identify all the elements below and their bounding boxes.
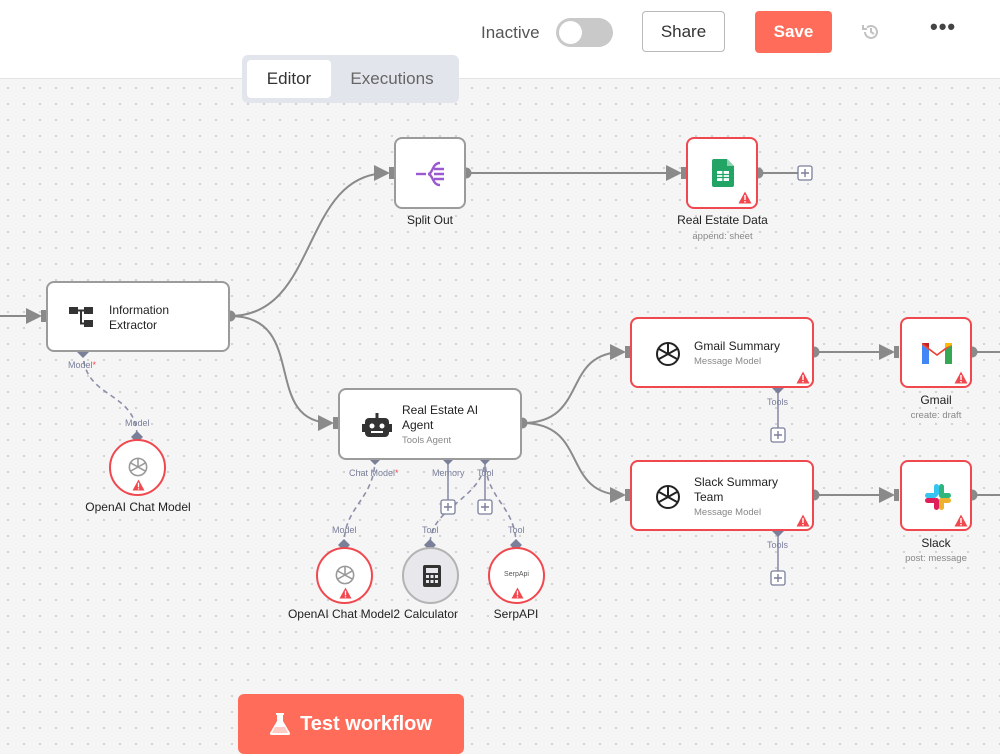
model-port-label: Model: [125, 418, 150, 428]
model-port-label: Model*: [68, 360, 97, 370]
tools-port-label: Tools: [767, 397, 789, 407]
slack-node[interactable]: [900, 460, 972, 531]
gmail-icon: [922, 343, 952, 364]
test-workflow-button[interactable]: Test workflow: [238, 694, 464, 754]
real-estate-data-label: Real Estate Data: [677, 213, 768, 227]
node-subtitle: Message Model: [694, 507, 762, 518]
warning-icon: [132, 479, 145, 491]
connection-extractor-splitout: [229, 165, 390, 317]
warning-icon: [511, 587, 524, 599]
node-subtitle: Message Model: [694, 356, 762, 367]
openai-icon: [656, 342, 680, 366]
gmail-summary-node[interactable]: Gmail Summary Message Model: [630, 317, 814, 388]
history-icon[interactable]: [861, 22, 881, 47]
openai-chat-model-node[interactable]: [109, 439, 166, 496]
openai-chat-model2-node[interactable]: [316, 547, 373, 604]
tool-port-label: Tool: [477, 468, 494, 478]
save-button[interactable]: Save: [755, 11, 832, 53]
input-port[interactable]: [389, 167, 394, 179]
robot-icon: [362, 413, 392, 437]
split-out-node[interactable]: [394, 137, 466, 209]
calculator-node[interactable]: [402, 547, 459, 604]
slack-subtitle: post: message: [905, 553, 967, 564]
connection-agent-calculator: [429, 457, 486, 546]
calculator-icon: [423, 565, 441, 587]
serpapi-logo-icon: SerpApi: [504, 571, 529, 578]
openai-icon: [128, 457, 148, 477]
gmail-subtitle: create: draft: [910, 410, 962, 421]
serpapi-label: SerpAPI: [493, 607, 539, 621]
input-port[interactable]: [41, 310, 46, 322]
openai-chat-model-label: OpenAI Chat Model: [85, 500, 191, 514]
input-port[interactable]: [333, 417, 338, 429]
warning-icon: [796, 371, 810, 384]
gmail-node[interactable]: [900, 317, 972, 388]
google-sheets-icon: [712, 159, 734, 187]
active-toggle[interactable]: [556, 18, 613, 47]
slack-icon: [925, 484, 951, 510]
model-port-label: Model: [332, 525, 357, 535]
input-port[interactable]: [625, 489, 630, 501]
memory-port-label: Memory: [432, 468, 465, 478]
connection-agent-chatmodel: [343, 457, 376, 546]
warning-icon: [339, 587, 352, 599]
slack-label: Slack: [921, 536, 951, 550]
input-port[interactable]: [894, 489, 899, 501]
openai-icon: [335, 565, 355, 585]
top-bar: Inactive Share Save •••: [0, 0, 1000, 79]
input-port[interactable]: [681, 167, 686, 179]
share-button[interactable]: Share: [642, 11, 725, 52]
connection-extractor-agent: [229, 315, 334, 431]
serpapi-node[interactable]: SerpApi: [488, 547, 545, 604]
calculator-label: Calculator: [403, 607, 459, 621]
view-tabs: Editor Executions: [242, 55, 459, 103]
connection-agent-serpapi: [484, 457, 517, 546]
active-toggle-label: Inactive: [481, 23, 540, 42]
chat-model-port-label: Chat Model*: [349, 468, 399, 478]
real-estate-data-subtitle: append: sheet: [692, 231, 753, 242]
warning-icon: [954, 371, 968, 384]
flask-icon: [270, 713, 291, 735]
tab-executions[interactable]: Executions: [350, 69, 434, 88]
tool-port-label: Tool: [422, 525, 439, 535]
node-subtitle: Tools Agent: [402, 435, 452, 446]
tool-port-label: Tool: [508, 525, 525, 535]
test-workflow-label: Test workflow: [300, 712, 432, 735]
split-out-label: Split Out: [406, 213, 454, 227]
input-port[interactable]: [894, 346, 899, 358]
tree-structure-icon: [69, 307, 93, 327]
openai-icon: [656, 485, 680, 509]
real-estate-data-node[interactable]: [686, 137, 758, 209]
node-title: Gmail Summary: [694, 339, 781, 353]
tools-port-label: Tools: [767, 540, 789, 550]
more-options-icon[interactable]: •••: [930, 14, 957, 39]
warning-icon: [954, 514, 968, 527]
connection-agent-slacksummary: [521, 422, 626, 503]
warning-icon: [738, 191, 752, 204]
toggle-knob: [559, 21, 582, 44]
input-port[interactable]: [625, 346, 630, 358]
connection-agent-gmailsummary: [521, 344, 626, 424]
gmail-label: Gmail: [920, 393, 952, 407]
connection-extractor-model: [82, 351, 138, 438]
split-out-icon: [416, 161, 444, 187]
tab-editor[interactable]: Editor: [247, 60, 331, 98]
plus-icons: [444, 169, 809, 582]
openai-chat-model2-label: OpenAI Chat Model2: [287, 607, 401, 621]
warning-icon: [796, 514, 810, 527]
